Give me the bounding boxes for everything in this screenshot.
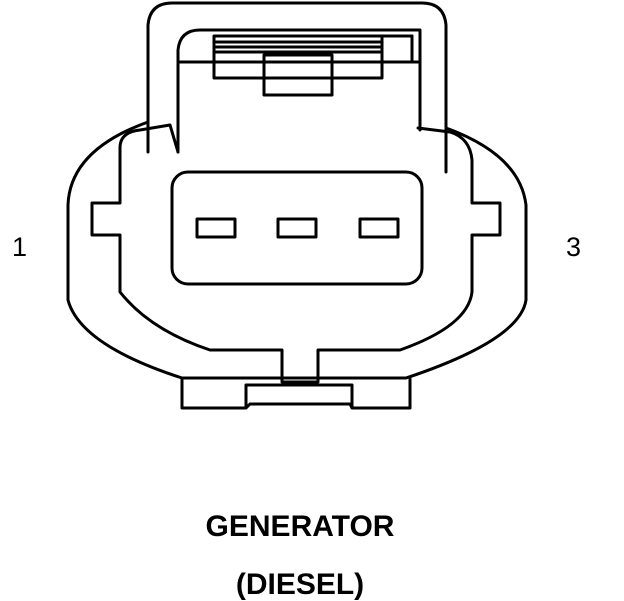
cavity-2 [276,217,318,239]
connector-bottom-foot [180,376,412,410]
connector-latch-ridge [176,28,422,154]
pin-1-label: 1 [12,232,28,262]
cavity-1 [195,217,237,239]
connector-outer-body [66,120,528,380]
cavity-3 [358,217,400,239]
connector-latch [212,34,414,97]
diagram-subtitle: (DIESEL) [235,568,365,601]
pin-3-label: 3 [566,232,582,262]
diagram-title: GENERATOR [205,510,395,543]
terminal-face [170,170,424,286]
connector-inner-body [90,123,502,384]
connector-outer-hood [146,1,448,174]
